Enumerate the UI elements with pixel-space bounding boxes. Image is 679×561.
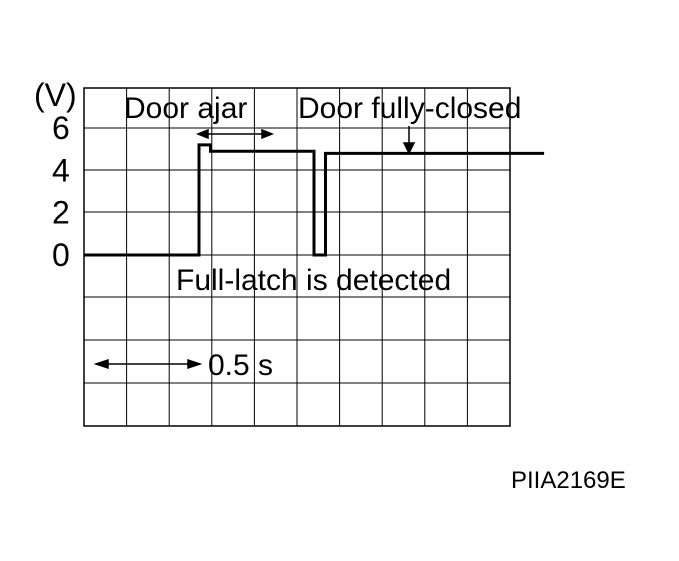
y-tick-label: 6 (52, 110, 70, 146)
y-tick-labels: 0 2 4 6 (52, 110, 70, 273)
voltage-trace (84, 143, 545, 257)
time-scale-arrow (93, 358, 203, 370)
figure-code: PIIA2169E (511, 467, 626, 494)
time-scale-label: 0.5 s (208, 349, 273, 382)
y-tick-label: 2 (52, 195, 70, 231)
unit-label: (V) (34, 77, 77, 113)
door-closed-pointer-arrow (402, 126, 416, 155)
chart-grid (83, 87, 511, 427)
annotation-door-fully-closed: Door fully-closed (298, 92, 521, 125)
door-ajar-span-arrow (195, 128, 275, 140)
annotation-full-latch: Full-latch is detected (176, 264, 451, 297)
annotation-door-ajar: Door ajar (124, 92, 247, 125)
y-tick-label: 0 (52, 237, 70, 273)
y-tick-label: 4 (52, 152, 70, 188)
